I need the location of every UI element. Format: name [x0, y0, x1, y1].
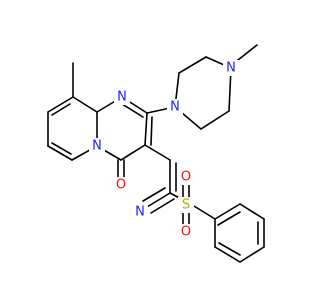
bond [150, 198, 175, 214]
bond [214, 203, 241, 220]
atom-n-ring-bridge: N [92, 139, 102, 154]
bond [218, 242, 241, 256]
structure-diagram: N N N N O S O O N [47, 44, 265, 263]
bond [72, 96, 98, 113]
atom-n-ring-top: N [117, 90, 127, 105]
bond [142, 187, 166, 202]
atom-o-sulfonyl-top: O [181, 170, 191, 185]
bond-layer [47, 44, 265, 263]
bond [237, 44, 258, 61]
bond [214, 246, 241, 263]
bond [178, 56, 207, 74]
bond [51, 142, 72, 155]
bond [146, 192, 171, 208]
atom-n-piperazine-top: N [226, 61, 236, 76]
bond [144, 112, 148, 146]
atom-s-sulfonyl: S [182, 198, 190, 213]
bond [120, 144, 146, 161]
bond [239, 203, 265, 220]
bond [121, 103, 144, 118]
atom-o-sulfonyl-bottom: O [181, 225, 191, 240]
bond [239, 246, 265, 263]
bond [150, 116, 153, 146]
atom-n-piperazine-bottom: N [170, 100, 180, 115]
bond [144, 144, 171, 161]
bond [217, 211, 241, 226]
bond [47, 96, 74, 113]
atom-o-carbonyl: O [116, 178, 126, 193]
bond [193, 205, 216, 220]
atom-n-nitrile: N [135, 205, 145, 220]
bond [47, 145, 73, 161]
bond [51, 103, 71, 116]
bond [200, 110, 230, 130]
atom-label-layer: N N N N O S O O N [89, 60, 239, 240]
